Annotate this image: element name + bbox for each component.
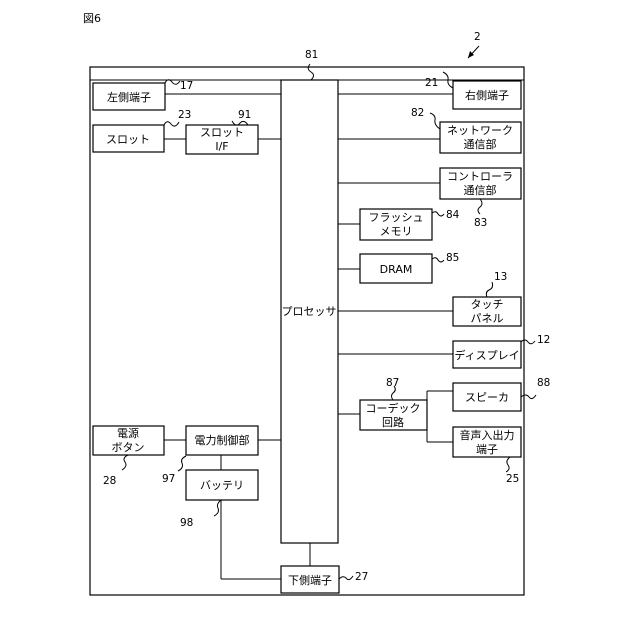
ref-12: 12 xyxy=(537,334,550,346)
flash-memory-label-line2: メモリ xyxy=(380,225,413,238)
touch-panel-label-line2: パネル xyxy=(471,312,504,325)
flash-memory-label-line1: フラッシュ xyxy=(369,211,424,224)
ref-81: 81 xyxy=(305,49,318,61)
controller-unit-label-line1: コントローラ xyxy=(447,170,513,183)
speaker-label: スピーカ xyxy=(465,391,509,404)
ref-17: 17 xyxy=(180,80,193,92)
slot-if-label-line1: スロット xyxy=(200,126,244,139)
ref-13: 13 xyxy=(494,271,507,283)
bottom-terminal-label: 下側端子 xyxy=(288,574,332,587)
ref-21: 21 xyxy=(425,77,438,89)
left-terminal-label: 左側端子 xyxy=(107,91,151,104)
ref-28: 28 xyxy=(103,475,116,487)
touch-panel-label-line1: タッチ xyxy=(471,298,504,311)
device-ref-label: 2 xyxy=(474,31,481,43)
display-label: ディスプレイ xyxy=(454,348,519,362)
audio-jack-label-line1: 音声入出力 xyxy=(460,428,515,442)
controller-unit-label-line2: 通信部 xyxy=(464,183,497,197)
ref-88: 88 xyxy=(537,377,550,389)
dram-label: DRAM xyxy=(380,263,413,276)
slot-label: スロット xyxy=(106,133,150,146)
ref-23: 23 xyxy=(178,109,191,121)
ref-91: 91 xyxy=(238,109,251,121)
slot-if-label-line2: I/F xyxy=(215,140,228,153)
ref-82: 82 xyxy=(411,107,424,119)
audio-jack-label-line2: 端子 xyxy=(476,443,498,456)
power-control-label: 電力制御部 xyxy=(195,433,250,447)
processor-label: プロセッサ xyxy=(282,305,337,318)
ref-83: 83 xyxy=(474,217,487,229)
power-button-label-line1: 電源 xyxy=(117,426,139,440)
ref-84: 84 xyxy=(446,209,460,221)
battery-label: バッテリ xyxy=(200,479,244,492)
ref-87: 87 xyxy=(386,377,399,389)
network-unit-label-line2: 通信部 xyxy=(464,137,497,151)
network-unit-label-line1: ネットワーク xyxy=(447,124,513,137)
ref-97: 97 xyxy=(162,473,175,485)
ref-27: 27 xyxy=(355,571,368,583)
right-terminal-label: 右側端子 xyxy=(465,88,509,102)
ref-25: 25 xyxy=(506,473,519,485)
power-button-label-line2: ボタン xyxy=(112,441,145,454)
ref-98: 98 xyxy=(180,517,193,529)
figure-label: 図6 xyxy=(83,12,101,25)
codec-circuit-label-line1: コーデック xyxy=(366,401,421,415)
ref-85: 85 xyxy=(446,252,459,264)
codec-circuit-label-line2: 回路 xyxy=(382,416,404,429)
